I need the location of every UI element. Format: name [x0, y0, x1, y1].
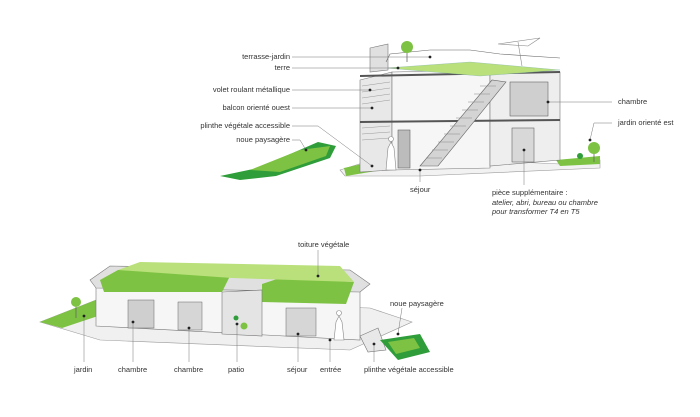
label-toiture-vegetale: toiture végétale [298, 240, 350, 249]
bottom-person-figure [333, 315, 345, 341]
top-railing [385, 49, 561, 63]
bottom-house-illustration [39, 262, 430, 360]
top-umbrella-pole [517, 41, 523, 67]
top-garden-green [556, 156, 600, 166]
label-terrasse-jardin: terrasse-jardin [242, 52, 290, 61]
bottom-green-roof-right [262, 278, 354, 304]
label-chambre-top: chambre [618, 97, 648, 106]
label-noue-top: noue paysagère [236, 135, 290, 144]
bottom-plinth-step [359, 327, 387, 353]
top-swale-light [250, 146, 330, 172]
label-entree: entrée [320, 365, 342, 374]
label-noue-bottom: noue paysagère [390, 299, 444, 308]
label-balcon: balcon orienté ouest [222, 103, 290, 112]
top-door-left [397, 129, 411, 169]
label-jardin-est: jardin orienté est [618, 118, 674, 127]
bottom-tree-garden [71, 297, 81, 307]
bottom-shrub-patio [233, 315, 239, 321]
top-roof-terrace [385, 61, 561, 77]
label-chambre-bottom-2: chambre [174, 365, 204, 374]
top-upper-volume [369, 43, 389, 73]
top-tree-garden [588, 142, 600, 154]
bottom-window-3 [285, 307, 317, 337]
bottom-garden-green [40, 300, 110, 328]
bottom-window-2 [177, 301, 203, 331]
top-staircase [419, 79, 507, 167]
bottom-tree-patio [240, 322, 248, 330]
top-window-lower [511, 127, 535, 163]
note-line-1: atelier, abri, bureau ou chambre [492, 198, 598, 207]
note-title: pièce supplémentaire : [492, 188, 568, 197]
label-plinthe-top: plinthe végétale accessible [200, 121, 290, 130]
top-stair-steps [426, 85, 496, 159]
bottom-window-1 [127, 299, 155, 329]
top-tree-roof [401, 41, 413, 53]
label-chambre-bottom-1: chambre [118, 365, 148, 374]
label-sejour-bottom: séjour [287, 365, 308, 374]
bottom-person-head [336, 310, 342, 316]
label-plinthe-bottom: plinthe végétale accessible [364, 365, 454, 374]
label-jardin-bottom: jardin [74, 365, 93, 374]
bottom-leader-lines [83, 250, 403, 362]
top-shrub-garden [577, 153, 583, 159]
top-person-figure [385, 141, 397, 171]
top-leader-dots [304, 55, 592, 172]
bottom-leader-dots [82, 274, 400, 346]
label-volet-roulant: volet roulant métallique [212, 85, 290, 94]
top-window-upper [509, 81, 549, 117]
top-umbrella [497, 37, 541, 47]
label-patio: patio [228, 365, 245, 374]
label-terre: terre [274, 63, 290, 72]
top-leader-lines [292, 56, 612, 185]
bottom-swale-light [388, 338, 420, 354]
bottom-green-roof-top [118, 262, 354, 282]
note-line-2: pour transformer T4 en T5 [492, 207, 580, 216]
top-person-head [388, 136, 394, 142]
bottom-patio [221, 289, 263, 337]
top-shutter-slats [361, 81, 391, 141]
top-house-illustration [220, 37, 601, 180]
label-sejour-top: séjour [410, 185, 431, 194]
